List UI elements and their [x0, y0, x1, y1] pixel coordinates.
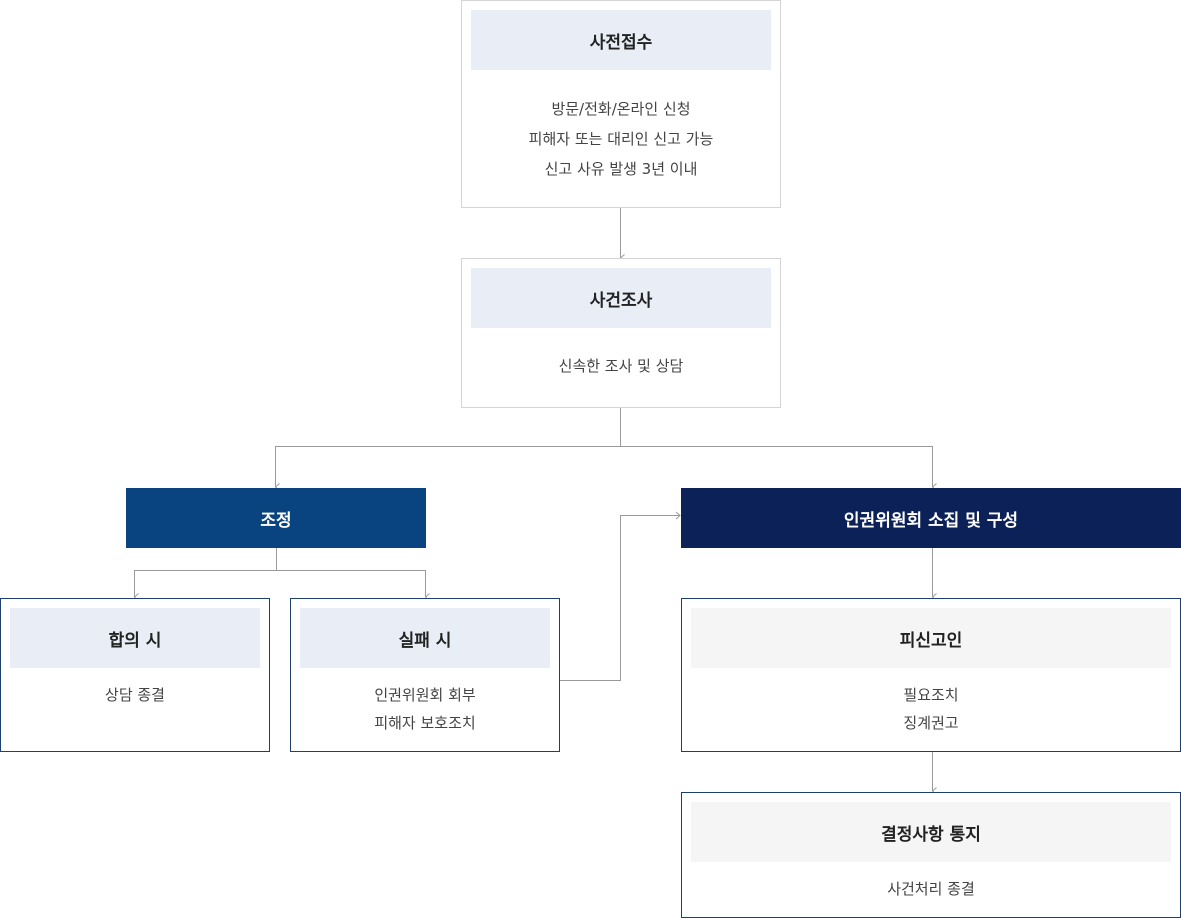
failure-line: 인권위원회 회부	[374, 686, 476, 704]
connector-failure-to-committee	[560, 511, 681, 681]
investigation-title: 사건조사	[471, 268, 771, 328]
intake-line: 신고 사유 발생 3년 이내	[544, 160, 698, 178]
accused-line: 징계권고	[903, 714, 959, 732]
decision-line: 사건처리 종결	[887, 880, 975, 898]
accused-line: 필요조치	[903, 686, 959, 704]
decision-box: 결정사항 통지 사건처리 종결	[681, 792, 1181, 918]
failure-box: 실패 시 인권위원회 회부 피해자 보호조치	[290, 598, 560, 752]
agreement-body: 상담 종결	[1, 681, 269, 709]
failure-title: 실패 시	[300, 608, 550, 668]
intake-line: 방문/전화/온라인 신청	[551, 100, 691, 118]
intake-box: 사전접수 방문/전화/온라인 신청 피해자 또는 대리인 신고 가능 신고 사유…	[461, 0, 781, 208]
decision-body: 사건처리 종결	[682, 875, 1180, 903]
investigation-line: 신속한 조사 및 상담	[558, 357, 684, 375]
failure-line: 피해자 보호조치	[374, 714, 476, 732]
accused-box: 피신고인 필요조치 징계권고	[681, 598, 1181, 752]
intake-body: 방문/전화/온라인 신청 피해자 또는 대리인 신고 가능 신고 사유 발생 3…	[462, 94, 780, 184]
accused-title: 피신고인	[691, 608, 1171, 668]
committee-banner: 인권위원회 소집 및 구성	[681, 488, 1181, 548]
decision-title: 결정사항 통지	[691, 802, 1171, 862]
intake-title: 사전접수	[471, 10, 771, 70]
intake-line: 피해자 또는 대리인 신고 가능	[528, 130, 714, 148]
agreement-line: 상담 종결	[105, 686, 165, 704]
failure-body: 인권위원회 회부 피해자 보호조치	[291, 681, 559, 737]
investigation-body: 신속한 조사 및 상담	[462, 351, 780, 381]
investigation-box: 사건조사 신속한 조사 및 상담	[461, 258, 781, 408]
accused-body: 필요조치 징계권고	[682, 681, 1180, 737]
mediation-banner: 조정	[126, 488, 426, 548]
agreement-box: 합의 시 상담 종결	[0, 598, 270, 752]
agreement-title: 합의 시	[10, 608, 260, 668]
